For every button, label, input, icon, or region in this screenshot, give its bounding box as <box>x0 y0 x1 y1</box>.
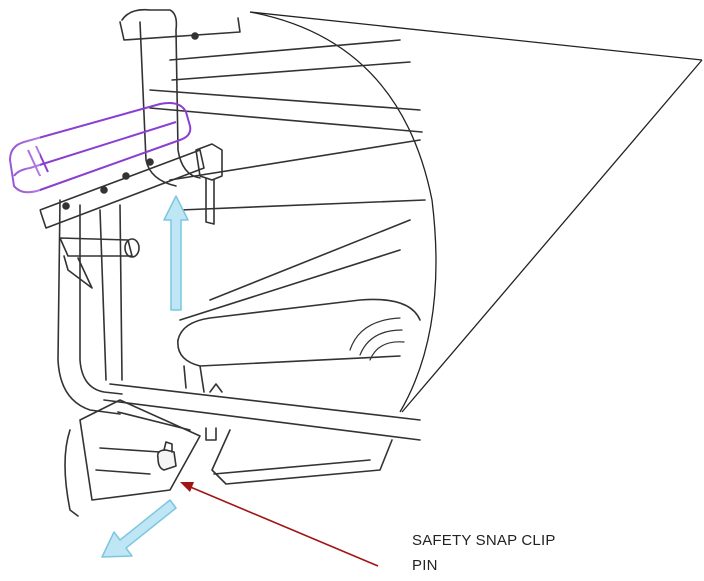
callout-pointer <box>180 482 379 567</box>
edge-fade <box>0 0 40 581</box>
zoom-callout <box>249 11 703 413</box>
arrow-up-icon <box>163 195 189 311</box>
zoom-arc <box>249 11 437 413</box>
arrow-down-left-icon <box>101 499 177 558</box>
callout-label-line2: PIN <box>412 557 438 574</box>
zoom-line-top <box>249 11 703 61</box>
zoom-line-bottom <box>401 59 703 413</box>
callout-label-line1: SAFETY SNAP CLIP <box>412 532 556 549</box>
wheelchair-frame <box>39 8 426 517</box>
